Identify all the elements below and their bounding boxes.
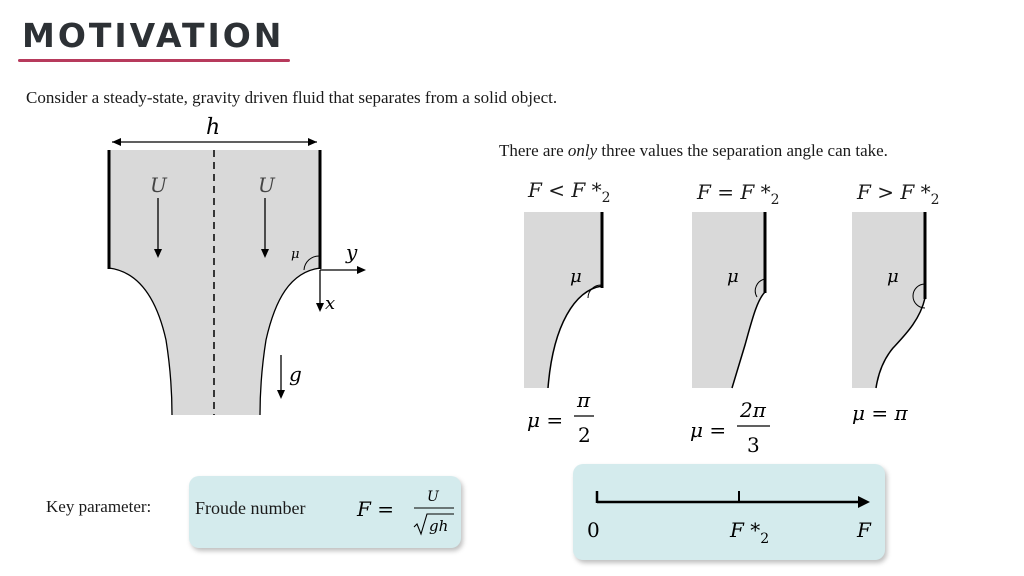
key-parameter-label: Key parameter: bbox=[46, 497, 152, 516]
froude-box bbox=[189, 476, 461, 548]
case-2-result-den: 3 bbox=[747, 433, 760, 457]
froude-number-name: Froude number bbox=[195, 498, 306, 518]
case-1-fluid bbox=[524, 212, 602, 388]
case-2-fluid bbox=[692, 212, 765, 388]
y-axis-label: y bbox=[345, 240, 358, 264]
froude-numerator: U bbox=[427, 489, 440, 505]
angle-label: μ bbox=[291, 247, 299, 262]
right-free-surface bbox=[259, 267, 321, 416]
emphasis-only: only bbox=[567, 141, 598, 160]
values-statement: There are only three values the separati… bbox=[499, 141, 888, 160]
velocity-label-right: U bbox=[258, 173, 276, 197]
number-line-box bbox=[573, 464, 885, 560]
velocity-label-left: U bbox=[150, 173, 168, 197]
case-1-arc bbox=[587, 284, 603, 299]
case-2-result-lhs: μ = bbox=[690, 418, 726, 442]
case-2-angle-label: μ bbox=[727, 266, 739, 287]
case-3-fluid bbox=[852, 212, 925, 388]
case-1-angle-label: μ bbox=[570, 266, 582, 287]
case-2-result-num: 2π bbox=[739, 398, 767, 422]
angle-arc bbox=[303, 255, 321, 271]
page-title: MOTIVATION bbox=[22, 16, 285, 55]
case-1-condition: F < F *2 bbox=[528, 178, 611, 206]
case-1-result-den: 2 bbox=[578, 423, 591, 447]
title-underline bbox=[18, 59, 290, 62]
number-line-arrowhead bbox=[858, 496, 870, 508]
case-3-arc bbox=[912, 283, 926, 309]
x-axis-label: x bbox=[325, 293, 335, 314]
case-3-result: μ = π bbox=[852, 401, 908, 425]
mid-label: F *2 bbox=[729, 518, 769, 547]
froude-lhs: F = bbox=[356, 497, 394, 521]
case-2-arc bbox=[754, 278, 766, 298]
intro-text: Consider a steady-state, gravity driven … bbox=[26, 88, 558, 107]
case-2-condition: F = F *2 bbox=[697, 180, 780, 208]
sqrt-sign bbox=[413, 513, 454, 536]
gravity-label: g bbox=[289, 362, 302, 386]
case-1-surface bbox=[547, 285, 603, 389]
case-1-result-num: π bbox=[576, 388, 591, 412]
case-1-result-lhs: μ = bbox=[527, 408, 563, 432]
case-3-surface bbox=[875, 297, 926, 389]
case-2-surface bbox=[731, 291, 766, 389]
case-3-angle-label: μ bbox=[887, 266, 899, 287]
left-free-surface bbox=[108, 267, 173, 416]
width-label: h bbox=[206, 115, 220, 140]
end-label: F bbox=[856, 518, 872, 542]
start-label: 0 bbox=[587, 518, 600, 542]
case-3-condition: F > F *2 bbox=[857, 180, 940, 208]
froude-denominator: gh bbox=[429, 517, 448, 535]
